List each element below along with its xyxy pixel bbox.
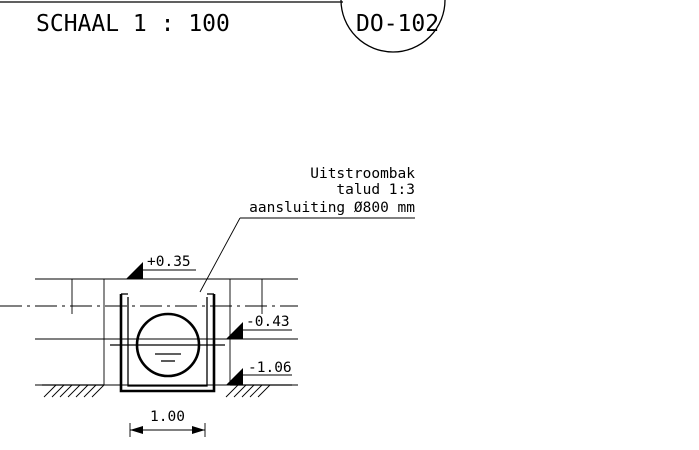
level-bottom-label: -1.06 bbox=[248, 360, 292, 376]
level-top-label: +0.35 bbox=[147, 254, 191, 270]
scale-label: SCHAAL 1 : 100 bbox=[36, 11, 230, 37]
width-dimension: 1.00 bbox=[129, 409, 206, 437]
sheet-code: DO-102 bbox=[356, 11, 439, 37]
level-marker-mid: -0.43 bbox=[226, 314, 292, 339]
title-block: SCHAAL 1 : 100 DO-102 bbox=[0, 0, 446, 53]
callout-line-2: talud 1:3 bbox=[336, 182, 415, 198]
callout-leader bbox=[199, 217, 241, 293]
level-marker-bottom: -1.06 bbox=[226, 360, 292, 385]
callout-line-3: aansluiting Ø800 mm bbox=[249, 200, 415, 216]
outlet-box-inner-wall bbox=[127, 297, 208, 387]
outlet-box bbox=[110, 293, 225, 393]
width-dimension-label: 1.00 bbox=[150, 409, 185, 425]
sheet-code-circle bbox=[340, 0, 446, 53]
outlet-box-outer-wall bbox=[119, 294, 216, 393]
callout-line-1: Uitstroombak bbox=[310, 166, 415, 182]
level-mid-label: -0.43 bbox=[246, 314, 290, 330]
callout: Uitstroombak talud 1:3 aansluiting Ø800 … bbox=[199, 166, 415, 293]
level-marker-top: +0.35 bbox=[126, 254, 196, 279]
